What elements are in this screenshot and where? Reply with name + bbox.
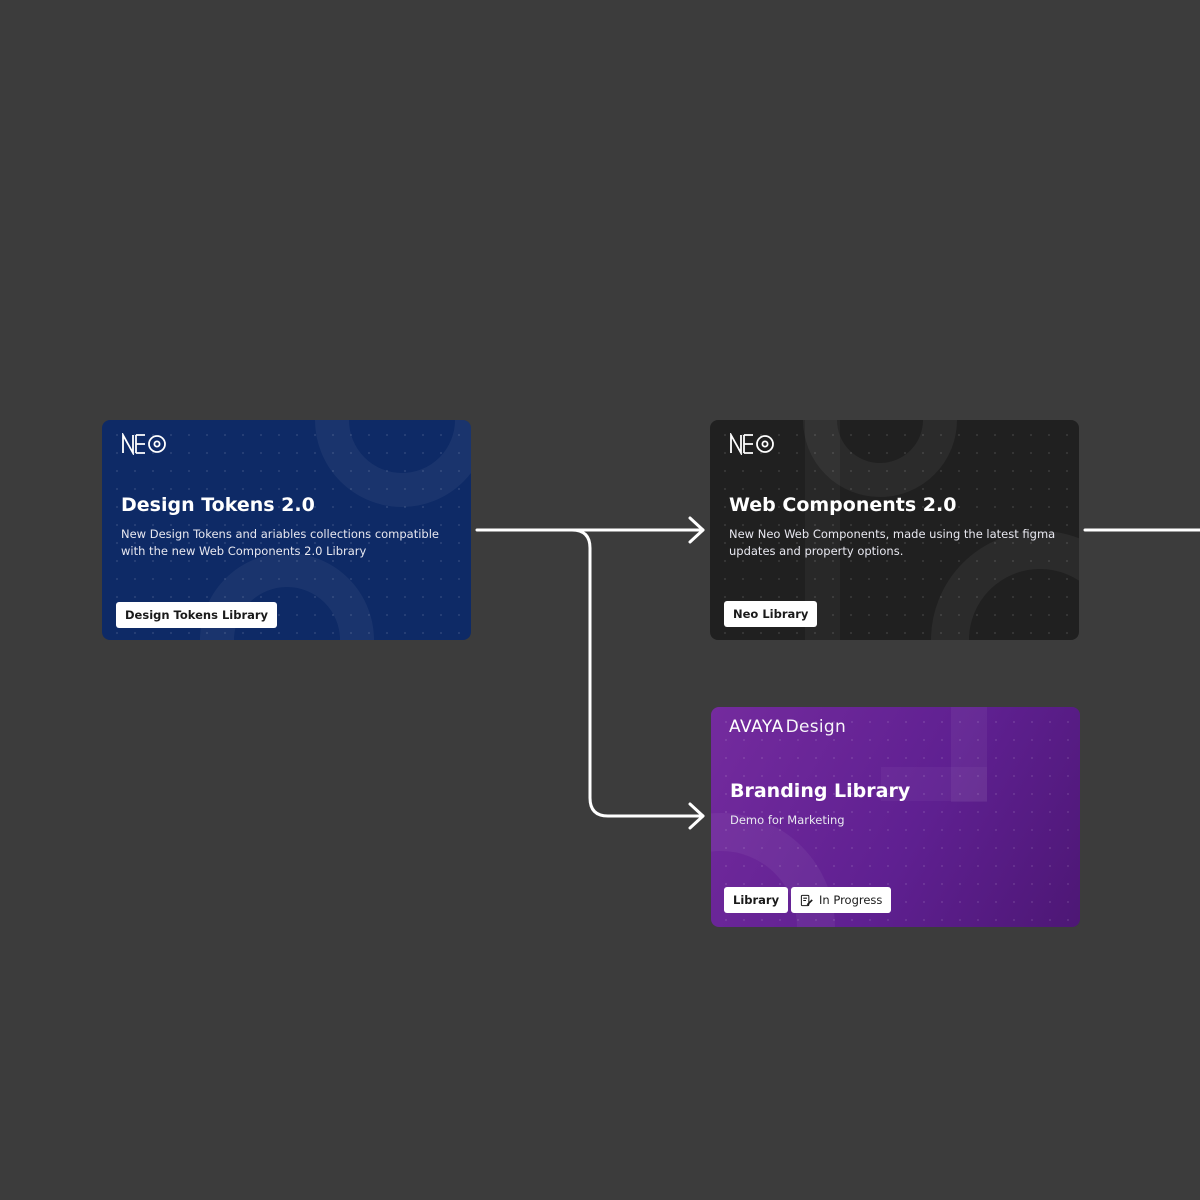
library-tag[interactable]: Library	[724, 887, 789, 913]
neo-library-tag[interactable]: Neo Library	[724, 601, 818, 627]
neo-logo	[730, 433, 774, 455]
card-title: Design Tokens 2.0	[121, 494, 315, 516]
avaya-logo-brand: AVAYA	[729, 717, 784, 737]
avaya-logo-sub: Design	[785, 717, 847, 737]
card-title: Branding Library	[730, 780, 911, 802]
card-description: Demo for Marketing	[730, 813, 845, 827]
design-tokens-library-tag[interactable]: Design Tokens Library	[116, 602, 278, 628]
connector-tokens-to-branding	[570, 528, 705, 818]
in-progress-tag[interactable]: In Progress	[791, 887, 892, 913]
edit-document-icon	[800, 894, 813, 906]
card-description: New Design Tokens and ariables collectio…	[121, 527, 439, 558]
avaya-design-logo: AVAYA Design	[729, 717, 846, 737]
arrowhead-components	[688, 516, 705, 544]
card-title: Web Components 2.0	[729, 494, 957, 516]
card-branding-library[interactable]: AVAYA Design Branding Library Demo for M…	[711, 707, 1080, 927]
neo-logo	[122, 433, 166, 455]
card-description: New Neo Web Components, made using the l…	[729, 527, 1056, 558]
in-progress-label: In Progress	[819, 893, 883, 907]
card-design-tokens[interactable]: Design Tokens 2.0 New Design Tokens and …	[102, 420, 471, 640]
arrowhead-branding	[688, 802, 705, 830]
card-web-components[interactable]: Web Components 2.0 New Neo Web Component…	[710, 420, 1079, 640]
